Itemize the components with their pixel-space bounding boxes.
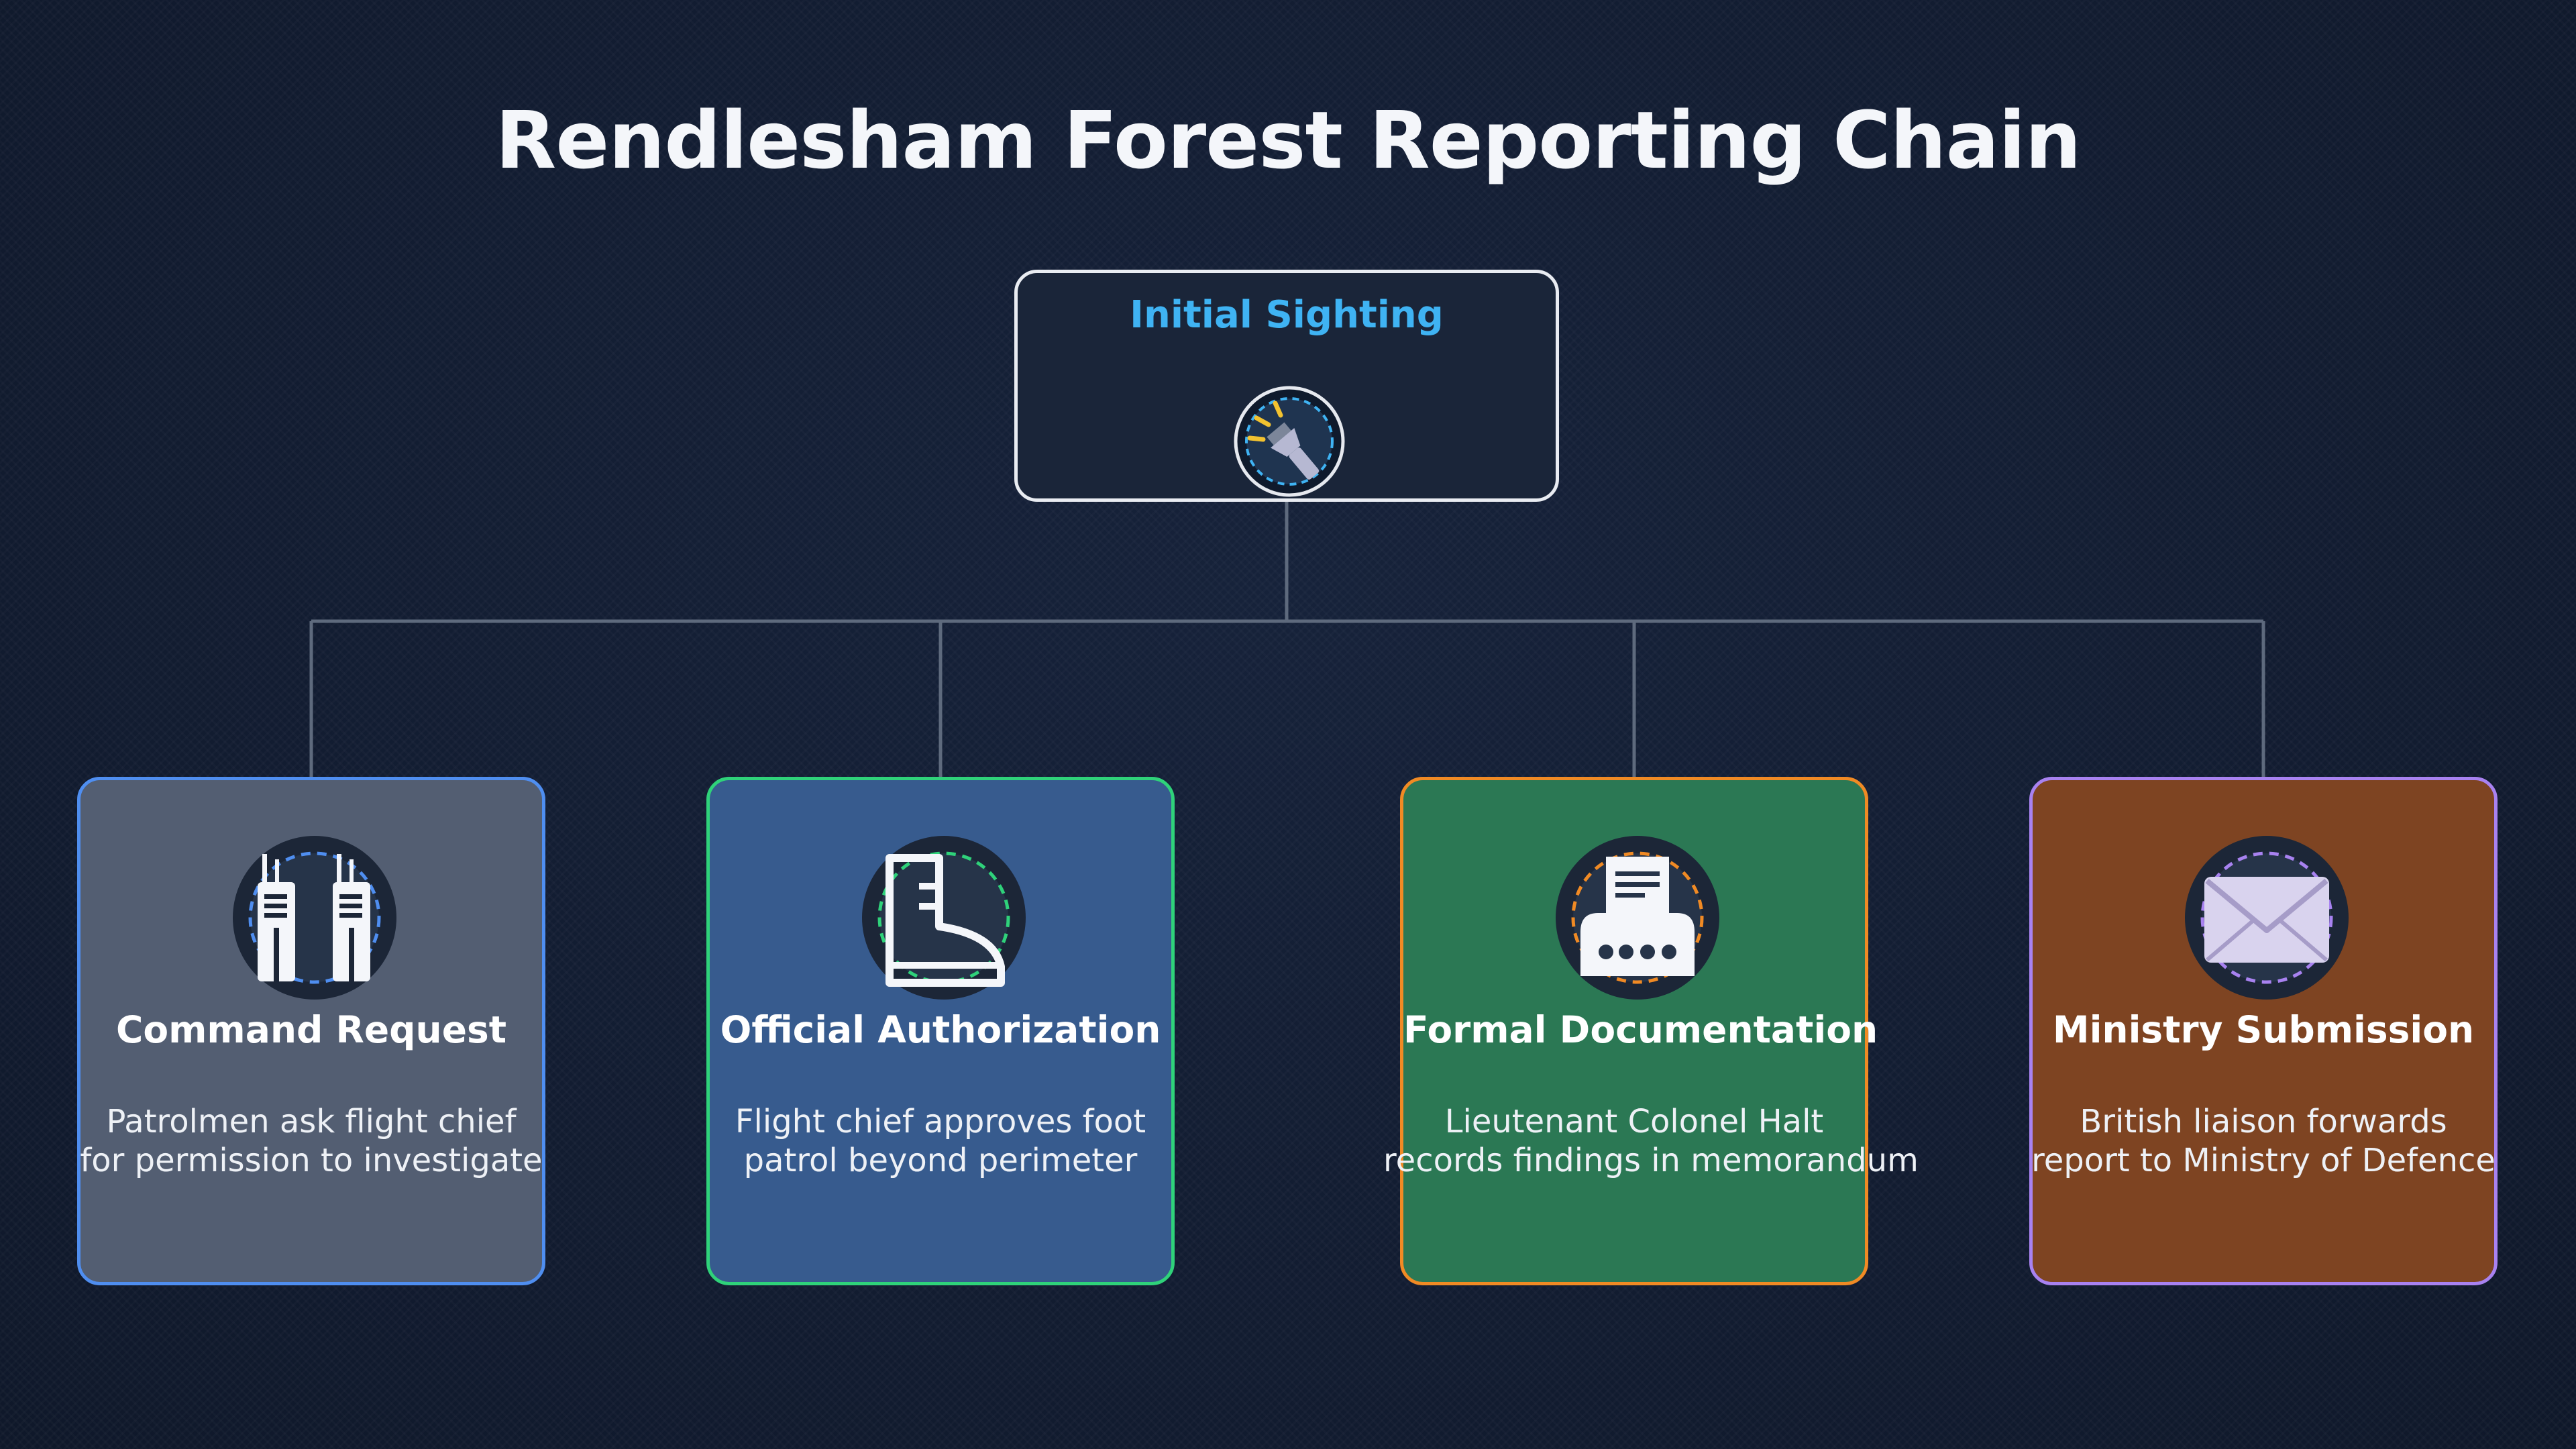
diagram-title: Rendlesham Forest Reporting Chain [495, 94, 2081, 186]
node-description-line: Patrolmen ask flight chief [106, 1103, 517, 1140]
node-description-line: records findings in memorandum [1383, 1142, 1919, 1179]
typewriter-icon [1556, 836, 1719, 1000]
node-description-line: patrol beyond perimeter [743, 1142, 1138, 1179]
boot-icon [862, 836, 1026, 1000]
node-description-line: report to Ministry of Defence [2031, 1142, 2496, 1179]
node-description-line: Lieutenant Colonel Halt [1444, 1103, 1824, 1140]
node-title: Ministry Submission [2052, 1008, 2475, 1051]
node-title: Command Request [115, 1008, 507, 1051]
walkie-talkie-icon [233, 836, 396, 1000]
node-description-line: for permission to investigate [80, 1142, 543, 1179]
node-description-line: British liaison forwards [2080, 1103, 2447, 1140]
node-title: Official Authorization [720, 1008, 1161, 1051]
root-node-initial-sighting: Initial Sighting [1014, 270, 1559, 502]
root-node-label: Initial Sighting [1130, 293, 1444, 337]
node-title: Formal Documentation [1403, 1008, 1878, 1051]
node-description-line: Flight chief approves foot [735, 1103, 1146, 1140]
envelope-icon [2185, 836, 2349, 1000]
flashlight-icon [1234, 386, 1345, 497]
